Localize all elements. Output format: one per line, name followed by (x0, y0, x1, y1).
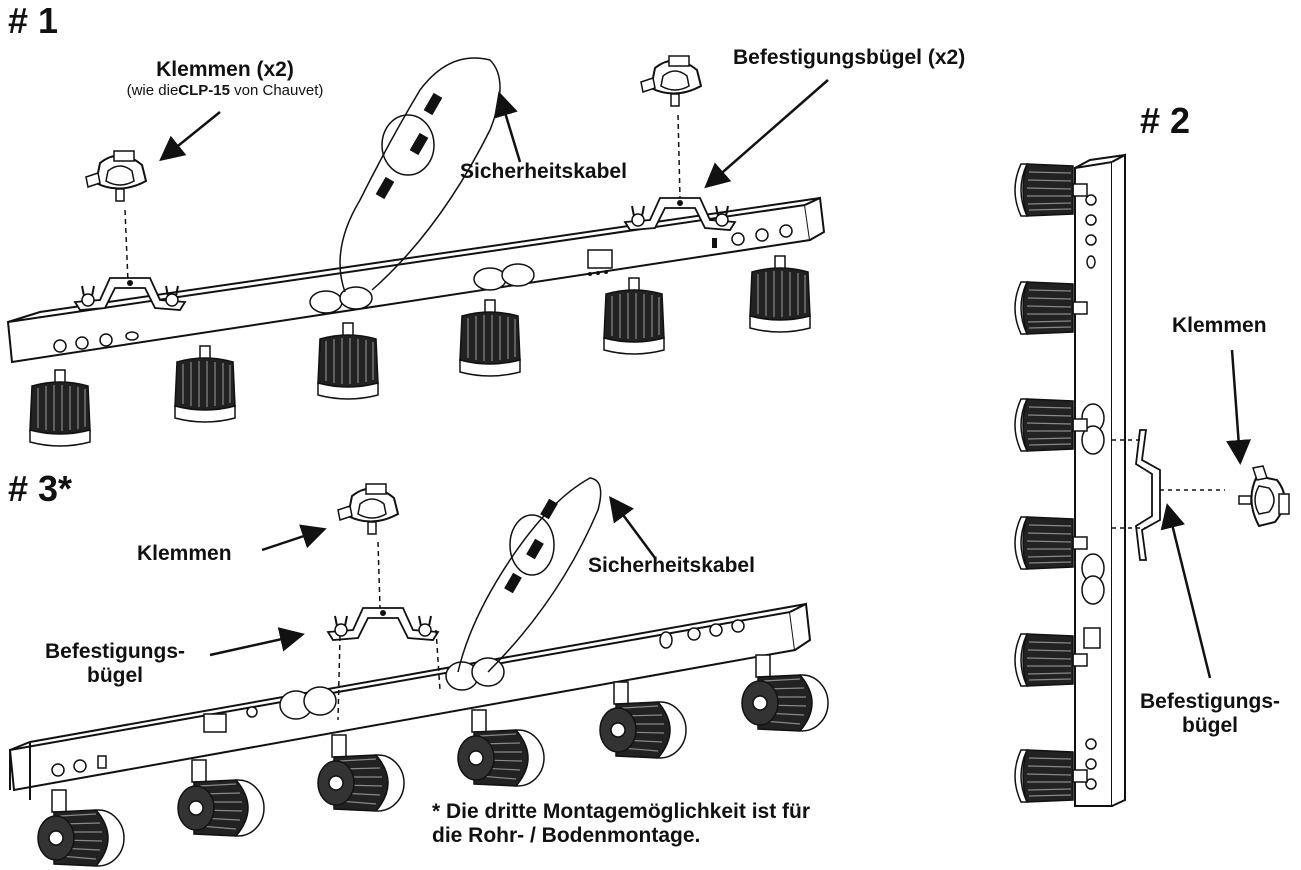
section1-number: # 1 (8, 0, 59, 41)
section1-clamps-sub: (wie dieCLP-15 von Chauvet) (75, 82, 375, 99)
section3-fixture (8, 477, 829, 867)
section1-clamps-callout: Klemmen (x2) (wie dieCLP-15 von Chauvet) (75, 58, 375, 99)
section3-bracket-line1: Befestigungs- (44, 640, 185, 663)
clamps-sub-suffix: von Chauvet) (229, 82, 324, 100)
section1-clamps-label: Klemmen (x2) (156, 58, 294, 81)
section2-bracket-line1: Befestigungs- (1139, 690, 1280, 713)
section2-bracket-line2: bügel (1182, 714, 1238, 738)
section2-fixture (1014, 153, 1290, 807)
section2-bracket-label: Befestigungs- bügel (1120, 690, 1300, 738)
clamps-sub-prefix: (wie die (126, 82, 179, 100)
section3-number: # 3* (8, 468, 73, 509)
section1-bracket-label: Befestigungsbügel (x2) (733, 46, 966, 69)
section2-number: # 2 (1140, 100, 1191, 141)
clamps-sub-model: CLP-15 (178, 82, 230, 100)
section2-clamps-label: Klemmen (1172, 314, 1267, 337)
section3-bracket-line2: bügel (87, 664, 143, 688)
section3-bracket-label: Befestigungs- bügel (20, 640, 210, 688)
section1-safety-cable-label: Sicherheitskabel (460, 160, 627, 183)
footnote-line2: die Rohr- / Bodenmontage. (432, 824, 701, 848)
section3-safety-cable-label: Sicherheitskabel (588, 554, 755, 577)
section3-clamps-label: Klemmen (137, 542, 232, 565)
footnote-line1: * Die dritte Montagemöglichkeit ist für (432, 800, 811, 823)
section3-footnote: * Die dritte Montagemöglichkeit ist für … (432, 800, 810, 848)
section1-fixture (6, 55, 829, 447)
